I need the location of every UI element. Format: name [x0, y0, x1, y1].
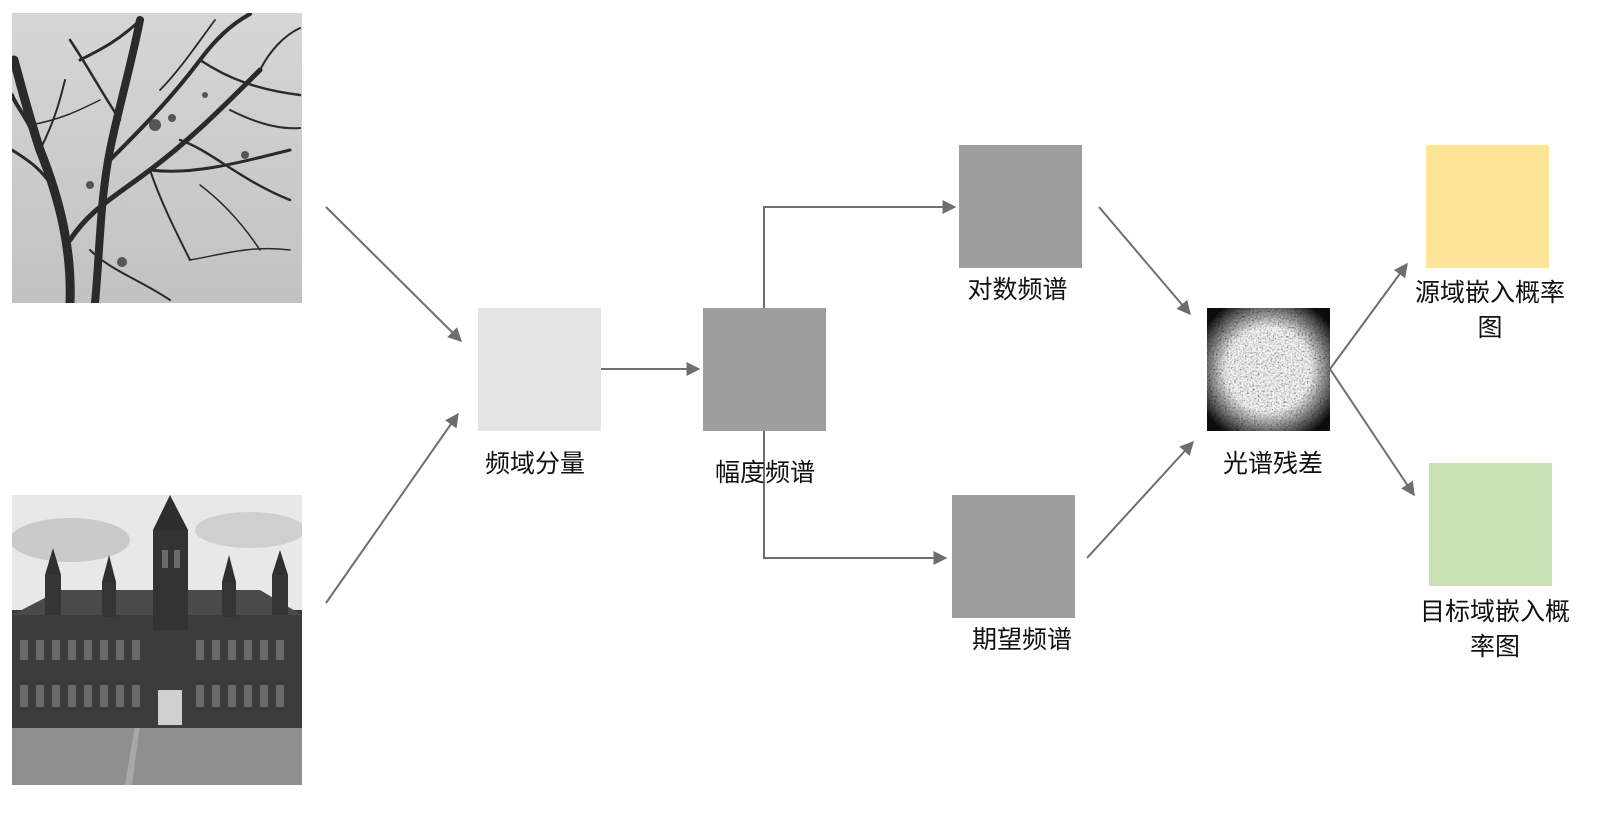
input-tree-image	[12, 13, 302, 303]
freq-component-label: 频域分量	[484, 449, 585, 478]
input-building-image	[12, 495, 302, 785]
freq-component-box	[478, 308, 601, 431]
arrow-amplitude-to-expected	[763, 431, 948, 565]
arrow-tree-to-freq	[325, 206, 462, 342]
arrow-residual-to-target	[1329, 368, 1415, 497]
log-spectrum-box	[959, 145, 1082, 268]
expected-spectrum-box	[952, 495, 1075, 618]
source-prob-map-label: 源域嵌入概率图	[1415, 278, 1566, 342]
source-prob-map-box	[1426, 145, 1549, 268]
amplitude-spectrum-label: 幅度频谱	[714, 458, 815, 487]
target-prob-map-box	[1429, 463, 1552, 586]
arrow-expected-to-residual	[1086, 440, 1194, 559]
expected-spectrum-label: 期望频谱	[971, 625, 1072, 654]
spectral-residual-image	[1207, 308, 1330, 431]
target-prob-map-label: 目标域嵌入概率图	[1420, 597, 1571, 661]
arrow-building-to-freq	[325, 412, 459, 604]
arrow-residual-to-source	[1329, 262, 1408, 370]
log-spectrum-label: 对数频谱	[967, 275, 1068, 304]
arrow-amplitude-to-log	[763, 200, 957, 308]
arrow-log-to-residual	[1098, 206, 1191, 316]
spectral-residual-label: 光谱残差	[1222, 449, 1323, 478]
amplitude-spectrum-box	[703, 308, 826, 431]
